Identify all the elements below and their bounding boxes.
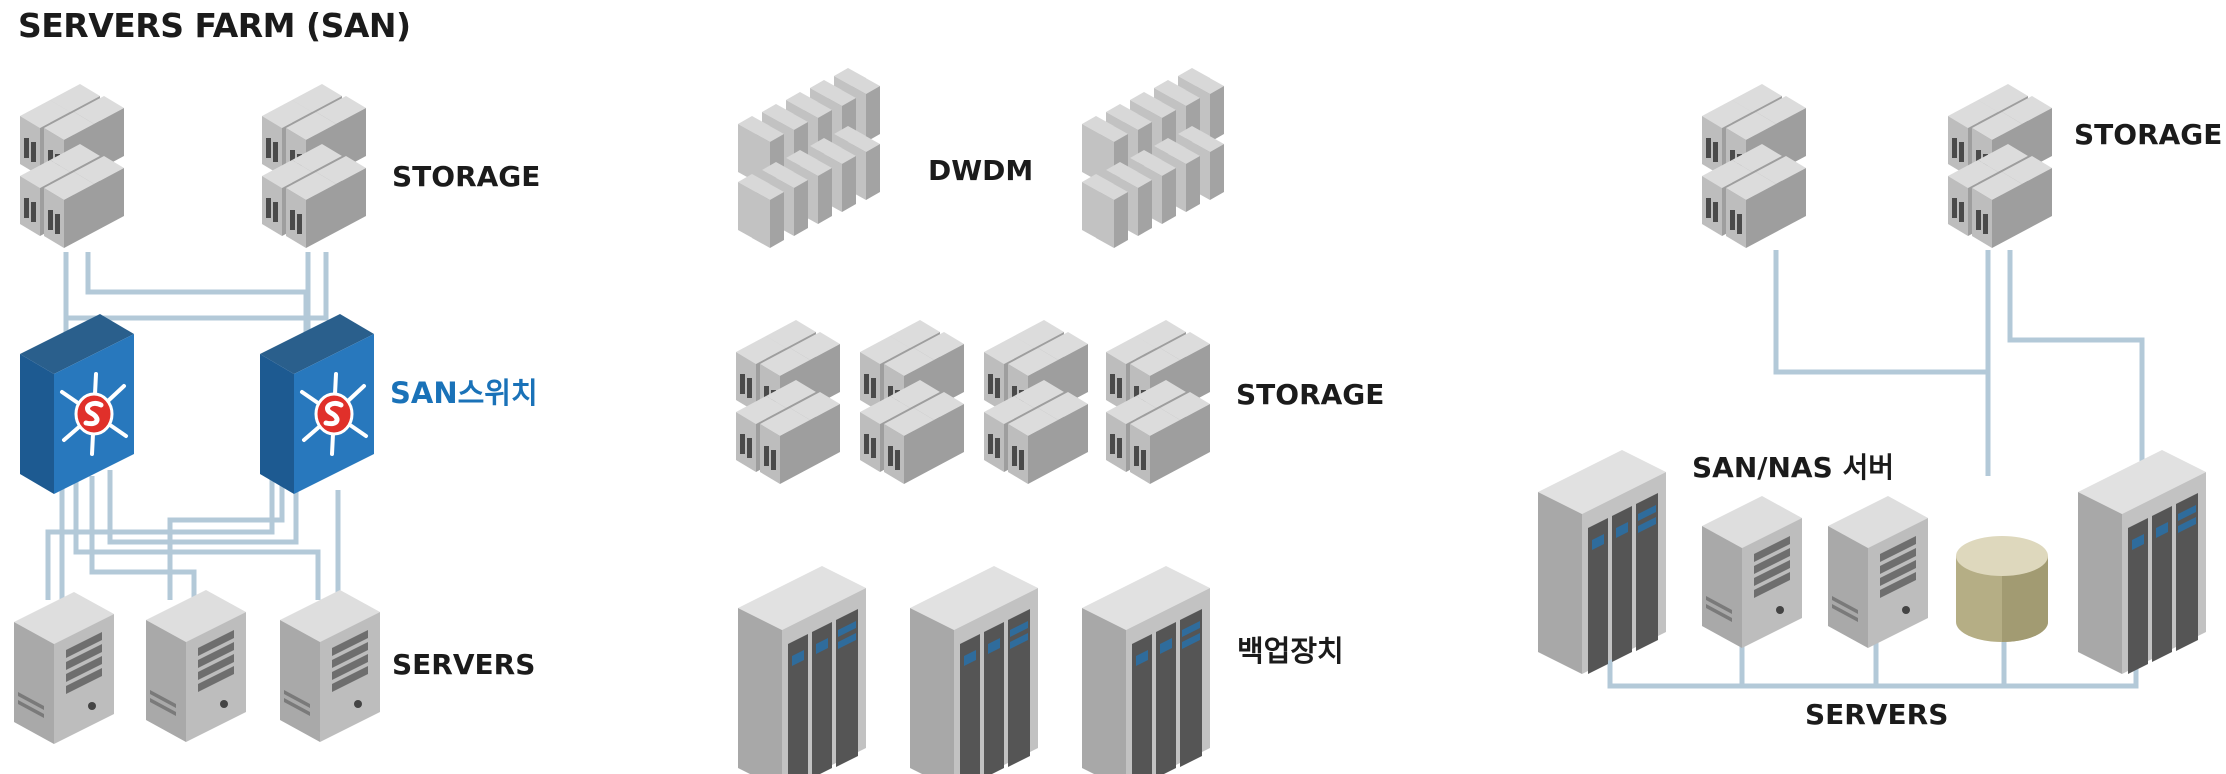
page-title: SERVERS FARM (SAN)	[18, 6, 411, 45]
san-switch-left	[20, 314, 134, 494]
san-switch-right	[260, 314, 374, 494]
storage-module-left-1	[20, 84, 124, 248]
servers-label-left: SERVERS	[392, 648, 536, 681]
storage-module-mid-4	[1106, 320, 1210, 484]
tower-server-left-1	[14, 592, 114, 744]
storage-module-right-1	[1702, 84, 1806, 248]
backup-device-label: 백업장치	[1237, 634, 1344, 668]
storage-label-left: STORAGE	[392, 160, 541, 193]
tower-server-right-1	[1702, 496, 1802, 648]
left-connectors	[45, 252, 341, 600]
storage-label-middle: STORAGE	[1236, 378, 1385, 411]
san-switch-label: SAN스위치	[390, 376, 538, 410]
tower-server-left-3	[280, 590, 380, 742]
dwdm-unit-1	[738, 68, 880, 248]
storage-module-mid-2	[860, 320, 964, 484]
san-nas-server-label: SAN/NAS 서버	[1692, 451, 1895, 484]
rack-server-backup-1	[738, 566, 866, 774]
rack-server-backup-3	[1082, 566, 1210, 774]
servers-label-right: SERVERS	[1805, 698, 1949, 731]
storage-module-right-2	[1948, 84, 2052, 248]
storage-module-left-2	[262, 84, 366, 248]
tower-server-right-2	[1828, 496, 1928, 648]
tower-server-left-2	[146, 590, 246, 742]
disk-cylinder-icon	[1956, 536, 2048, 642]
right-connectors	[1607, 250, 2145, 689]
dwdm-label: DWDM	[928, 154, 1034, 187]
rack-server-san-nas-right	[2078, 450, 2206, 674]
rack-server-san-nas-left	[1538, 450, 1666, 674]
rack-server-backup-2	[910, 566, 1038, 774]
storage-module-mid-1	[736, 320, 840, 484]
storage-module-mid-3	[984, 320, 1088, 484]
storage-label-right: STORAGE	[2074, 118, 2223, 151]
dwdm-unit-2	[1082, 68, 1224, 248]
